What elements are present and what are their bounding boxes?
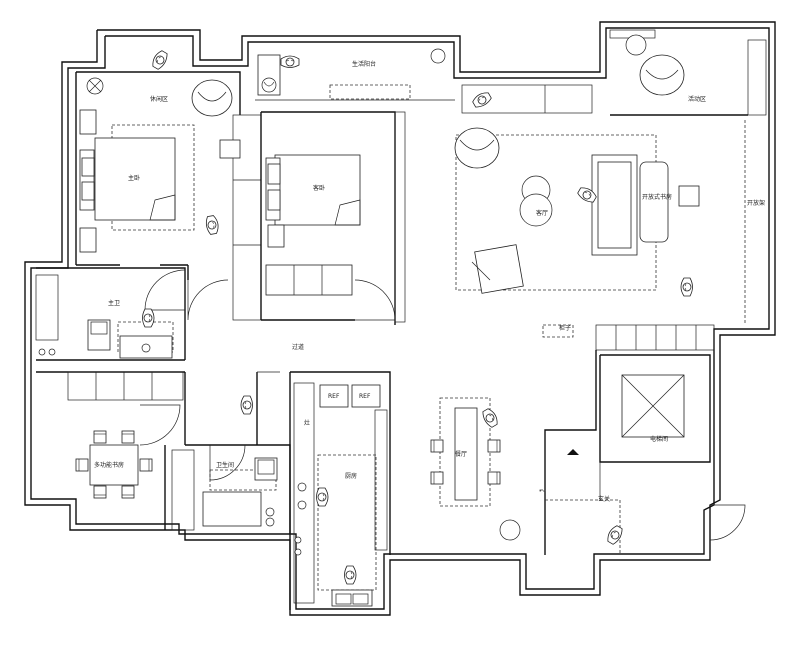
- label-bookshelf-desk: 开放式书房: [642, 193, 672, 201]
- label-elevator: 电梯间: [650, 435, 668, 443]
- furniture: [38, 34, 700, 607]
- label-corridor: 过道: [292, 343, 304, 351]
- label-entrance: 玄关: [598, 495, 610, 503]
- label-living-room: 客厅: [536, 209, 548, 217]
- label-dining: 餐厅: [455, 450, 467, 458]
- outer-walls: [24, 21, 776, 616]
- room-labels: 休闲区 主卧 客卧 生活阳台 活动区 客厅 开放式书房 开放架 柜子 过道 主卫…: [94, 60, 765, 503]
- label-stove: 灶: [304, 419, 310, 427]
- label-bathroom: 卫生间: [216, 461, 234, 469]
- interior-walls: [35, 71, 748, 610]
- label-fridge-2: REF: [359, 393, 371, 400]
- label-cabinet: 柜子: [559, 324, 571, 332]
- label-kitchen: 厨房: [345, 472, 357, 480]
- label-guest-bedroom: 客卧: [313, 184, 325, 192]
- doors: [139, 269, 746, 541]
- label-multi-study: 多功能书房: [94, 461, 124, 469]
- label-leisure: 休闲区: [150, 95, 168, 103]
- label-activity: 活动区: [688, 95, 706, 103]
- label-fridge-1: REF: [328, 393, 340, 400]
- label-master-bath: 主卫: [108, 299, 120, 307]
- label-living-balcony: 生活阳台: [352, 60, 376, 68]
- label-master-bedroom: 主卧: [128, 174, 140, 182]
- label-open-shelf: 开放架: [747, 199, 765, 207]
